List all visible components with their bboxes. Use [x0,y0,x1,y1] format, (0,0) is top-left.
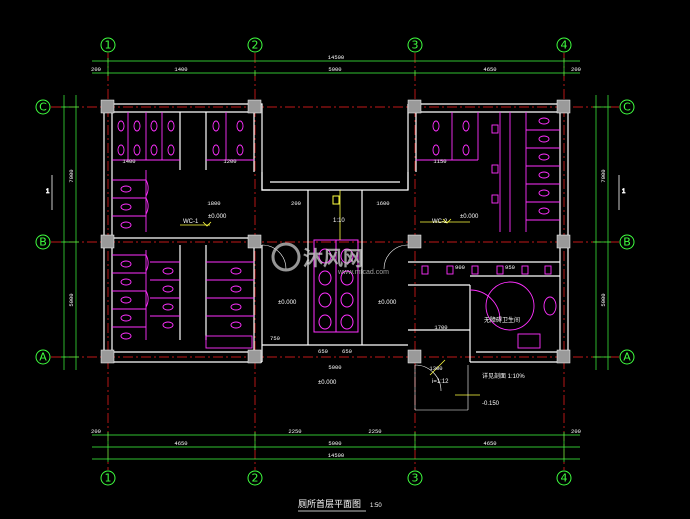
label-wc1-level: ±0.000 [208,214,227,220]
dimension-texts: 14500 1400 5000 4650 200 200 4650 2250 2… [68,54,607,459]
watermark-text: 沐风网 [303,246,363,270]
grid-bubbles-bottom: 1 2 3 4 [100,470,572,486]
dim-left-bottom: 4650 [174,440,187,447]
grid-label-b-right: B [623,236,631,249]
section-markers: 1 1 [46,175,626,210]
grid-label-b-left: B [39,236,47,249]
dim-total-top: 14500 [328,54,345,61]
walls [103,103,569,363]
dim-inner-5: 5000 [328,364,341,371]
watermark-url: www.mfcad.com [337,269,389,276]
label-level-left: ±0.000 [278,300,297,306]
grid-bubbles-left: C B A [35,99,51,365]
dim-left-top: 1400 [174,66,187,73]
label-level-right: ±0.000 [378,300,397,306]
drawing-title: 厕所首层平面图 [298,498,361,510]
grid-label-2-bottom: 2 [252,472,259,485]
grid-label-3-top: 3 [412,39,419,52]
dim-inner-8: 1400 [122,158,135,165]
dim-small-b-l: 200 [91,428,101,435]
dim-cb-left: 7000 [68,169,75,182]
grid-label-3-bottom: 3 [412,472,419,485]
label-wc1: WC-1 [183,219,199,225]
dim-small-b-r: 200 [571,428,581,435]
grid-label-a-right: A [623,351,631,364]
dim-inner-3: 650 [318,348,328,355]
dim-mid-b: 2250 [368,428,381,435]
label-ramp: i=1:12 [432,379,449,385]
yellow-annotations [180,190,480,396]
dimension-lines [61,58,611,462]
grid-label-2-top: 2 [252,39,259,52]
dim-mid-bottom: 5000 [328,440,341,447]
grid-label-c-left: C [39,101,47,114]
grid-label-1-bottom: 1 [105,472,112,485]
dim-small-top-l: 200 [91,66,101,73]
dim-ba-right: 5000 [600,293,607,306]
label-slope: 1:10 [333,218,345,224]
watermark: 沐风网 www.mfcad.com [271,242,389,276]
dim-cb-right: 7000 [600,169,607,182]
drawing-scale: 1:50 [370,503,382,509]
stall-fixtures-right [416,112,560,349]
dim-inner-14: 750 [270,335,280,342]
label-wc2: WC-2 [432,219,448,225]
dim-inner-10: 1150 [433,158,446,165]
label-level-front: ±0.000 [318,380,337,386]
dim-ba-left: 5000 [68,293,75,306]
inner-dimension-texts: 200 1600 650 650 5000 1700 1300 1400 120… [122,158,515,372]
label-note: 详见剖面 1:10% [482,372,525,380]
grid-label-1-top: 1 [105,39,112,52]
drawing-title-block: 厕所首层平面图 1:50 [298,498,382,512]
dim-inner-13: 1800 [207,200,220,207]
door-swings [261,244,469,411]
dim-right-top: 4650 [483,66,496,73]
dim-inner-2: 1600 [376,200,389,207]
dim-right-bottom: 4650 [483,440,496,447]
grid-label-c-right: C [623,101,631,114]
grid-label-4-bottom: 4 [561,472,568,485]
structural-columns [100,99,571,364]
grid-bubbles-right: C B A [619,99,635,365]
dim-inner-6: 1700 [434,324,447,331]
stall-fixtures-left [112,112,254,349]
room-labels: WC-1 ±0.000 WC-2 ±0.000 ±0.000 ±0.000 ±0… [183,214,525,407]
dim-inner-1: 200 [291,200,301,207]
dim-inner-7: 1300 [429,365,442,372]
label-wc2-level: ±0.000 [460,214,479,220]
sink-fixtures [313,195,359,333]
section-mark-right: 1 [622,189,626,195]
grid-bubbles-top: 1 2 3 4 [100,37,572,53]
section-mark-left: 1 [46,189,50,195]
label-level-low: -0.150 [482,401,500,407]
dim-small-top-r: 200 [571,66,581,73]
grid-label-4-top: 4 [561,39,568,52]
dim-inner-9: 1200 [223,158,236,165]
dim-mid-top: 5000 [328,66,341,73]
dim-inner-4: 650 [342,348,352,355]
dim-total-bottom: 14500 [328,452,345,459]
dim-inner-11: 900 [455,264,465,271]
label-ada: 无障碍卫生间 [484,316,520,324]
dim-inner-12: 950 [505,264,515,271]
dim-mid-a: 2250 [288,428,301,435]
grid-label-a-left: A [39,351,47,364]
